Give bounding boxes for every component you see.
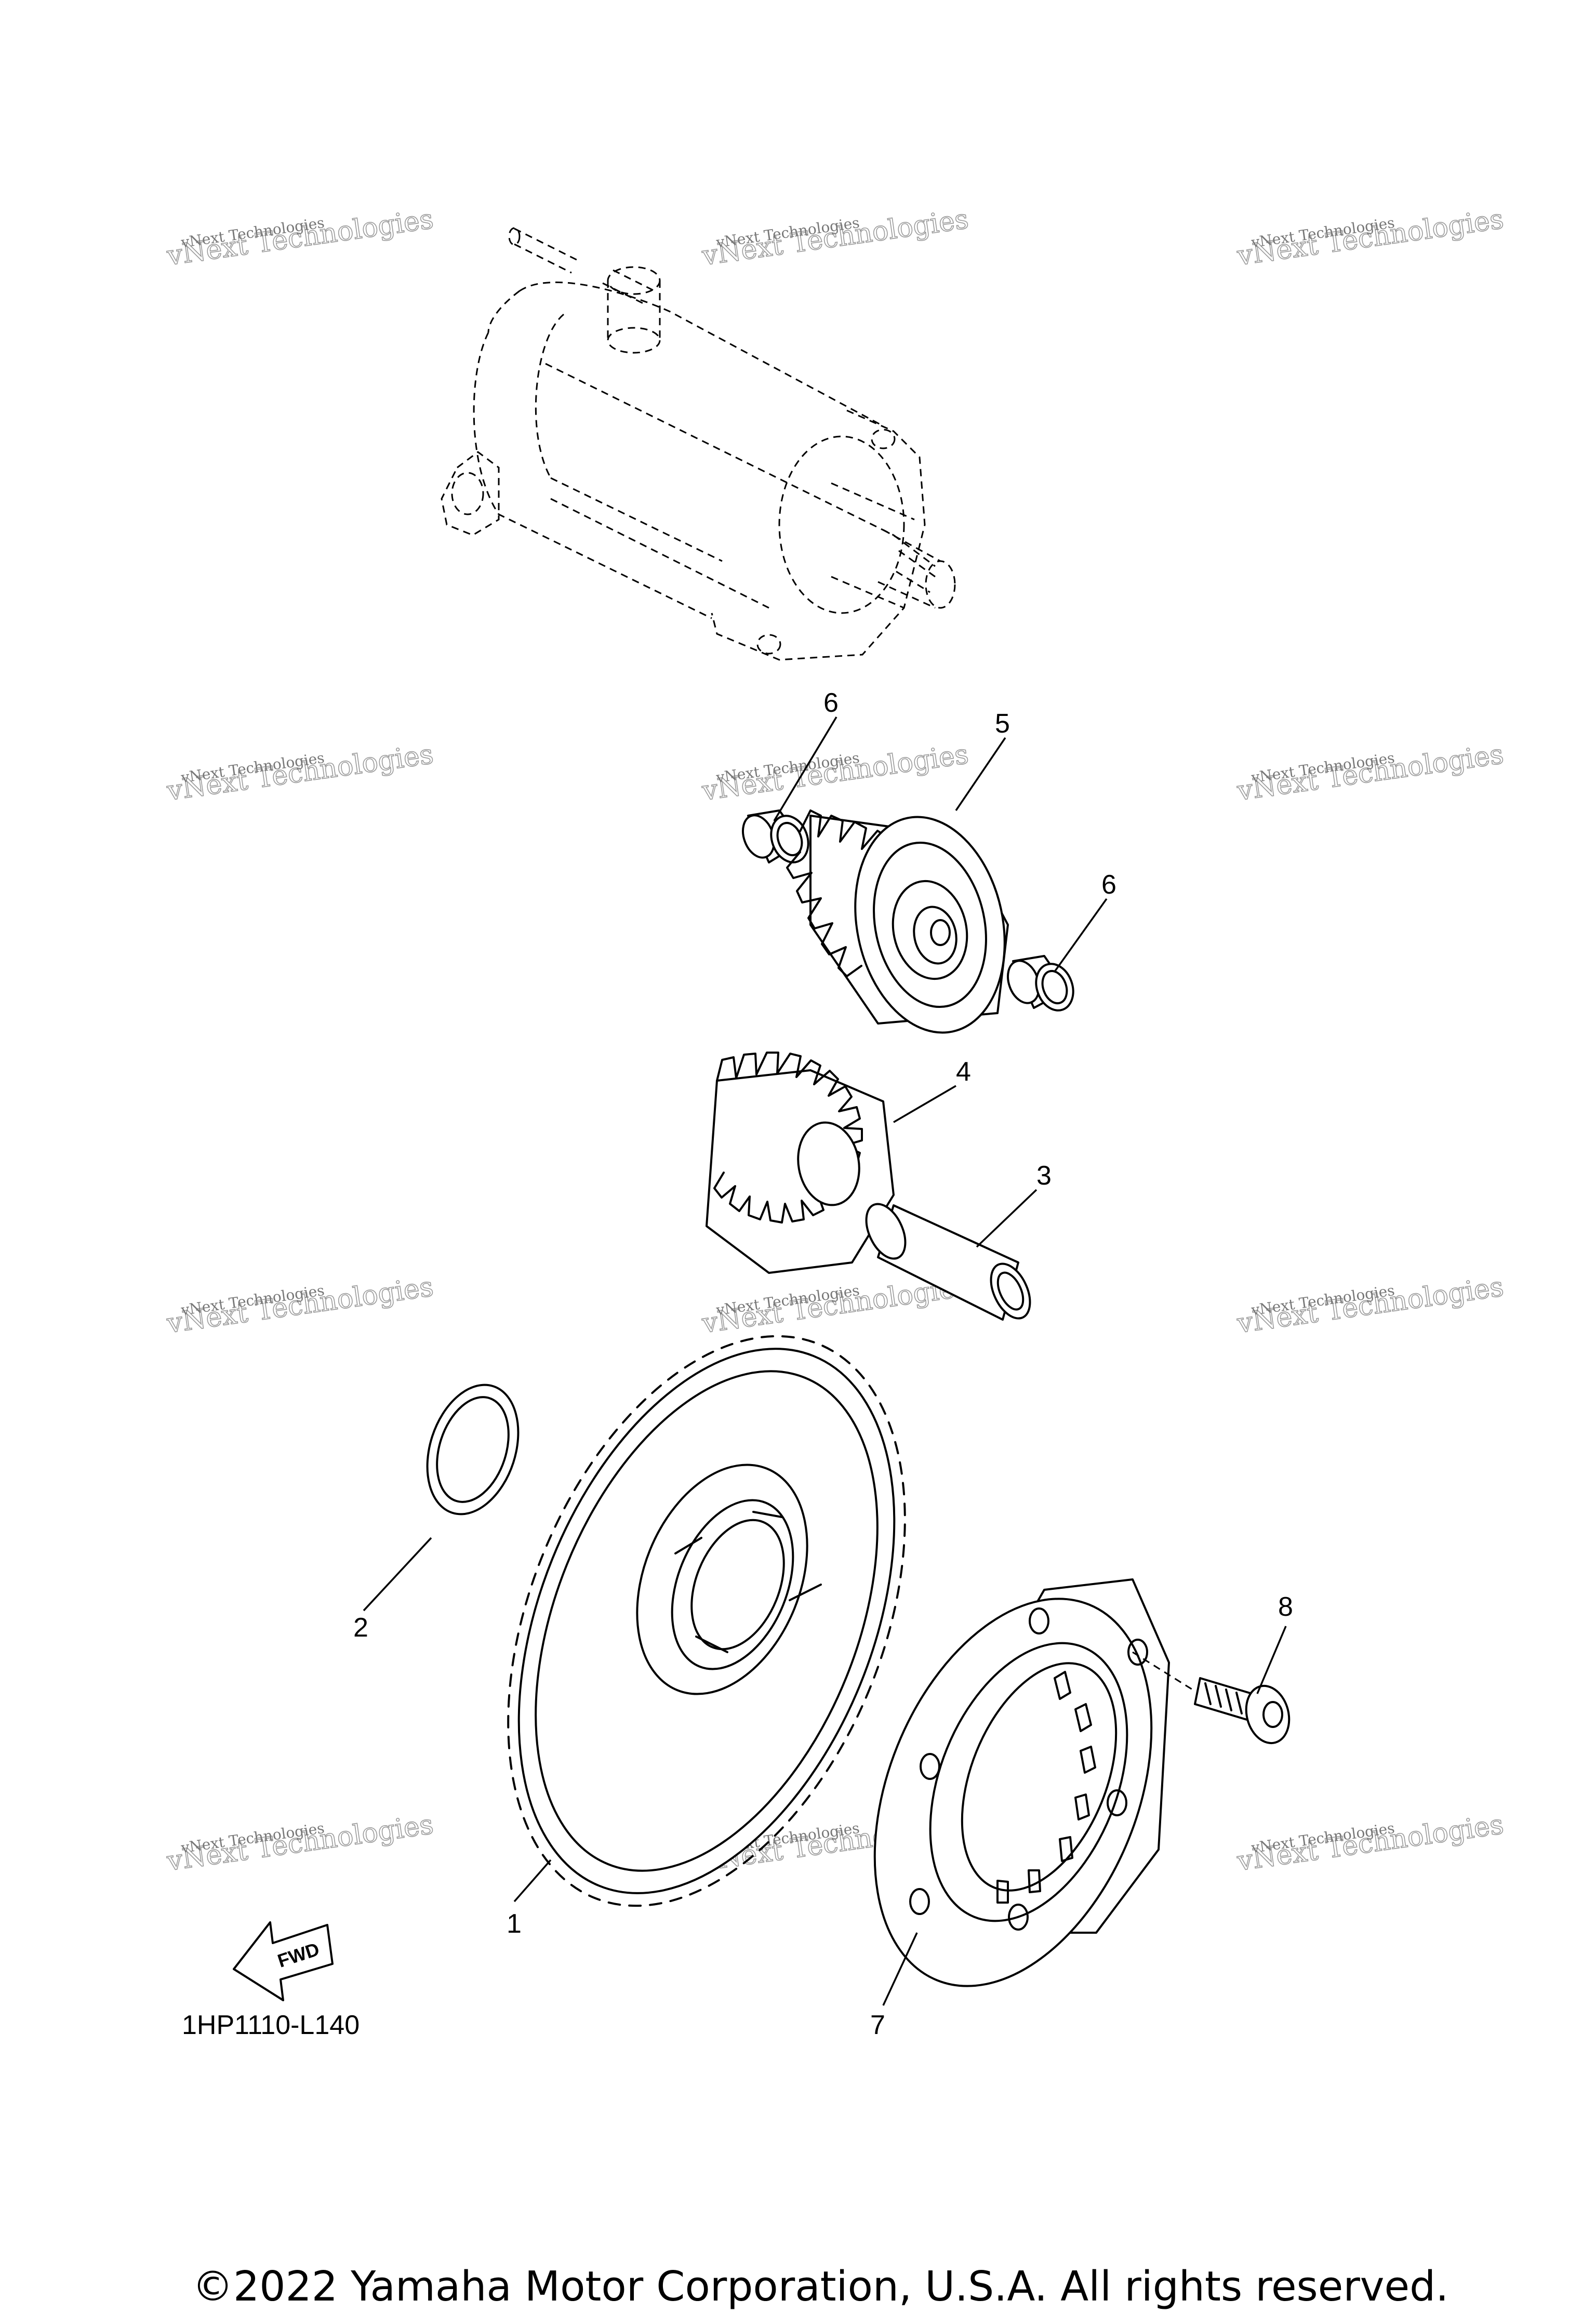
callout-6-right: 6 [1101,870,1116,900]
leader-lines [363,716,1287,2006]
watermark: vNext Technologies vNext Technologies [164,1271,435,1340]
watermark: vNext Technologies vNext Technologies [1234,1271,1506,1340]
drawing-code: 1HP1110-L140 [182,2010,360,2040]
watermark: vNext Technologies vNext Technologies [1234,738,1506,807]
watermark: vNext Technologies vNext Technologies [164,1809,435,1878]
bushing-6-right [1007,955,1074,1012]
callout-4: 4 [956,1057,971,1087]
copyright-footer: ©2022 Yamaha Motor Corporation, U.S.A. A… [192,2263,1449,2310]
callout-5: 5 [995,709,1010,739]
watermark: vNext Technologies vNext Technologies [1234,1809,1506,1878]
callouts: 6 5 6 4 3 2 1 7 8 [353,688,1293,2040]
wheel-gear-1 [507,1335,906,1907]
forward-arrow-icon: FWD [233,1921,334,2001]
watermark: vNext Technologies vNext Technologies [164,203,435,272]
callout-7: 7 [870,2010,885,2040]
shaft-3 [865,1203,1031,1321]
bolt-8 [1132,1651,1291,1745]
one-way-clutch-7 [873,1578,1170,1987]
watermark: vNext Technologies vNext Technologies [699,738,970,807]
washer-2 [426,1384,520,1516]
idle-gear-4 [706,1052,895,1274]
watermark: vNext Technologies vNext Technologies [699,203,970,272]
watermark: vNext Technologies vNext Technologies [1234,203,1506,272]
callout-8: 8 [1278,1592,1293,1622]
callout-6-top: 6 [823,688,839,718]
bushing-6-left [742,809,809,863]
idle-gear-5 [786,809,1009,1034]
callout-3: 3 [1036,1161,1052,1191]
callout-1: 1 [507,1909,522,1939]
starter-motor-assembly [441,227,956,661]
watermark: vNext Technologies vNext Technologies [164,738,435,807]
callout-2: 2 [353,1613,368,1643]
